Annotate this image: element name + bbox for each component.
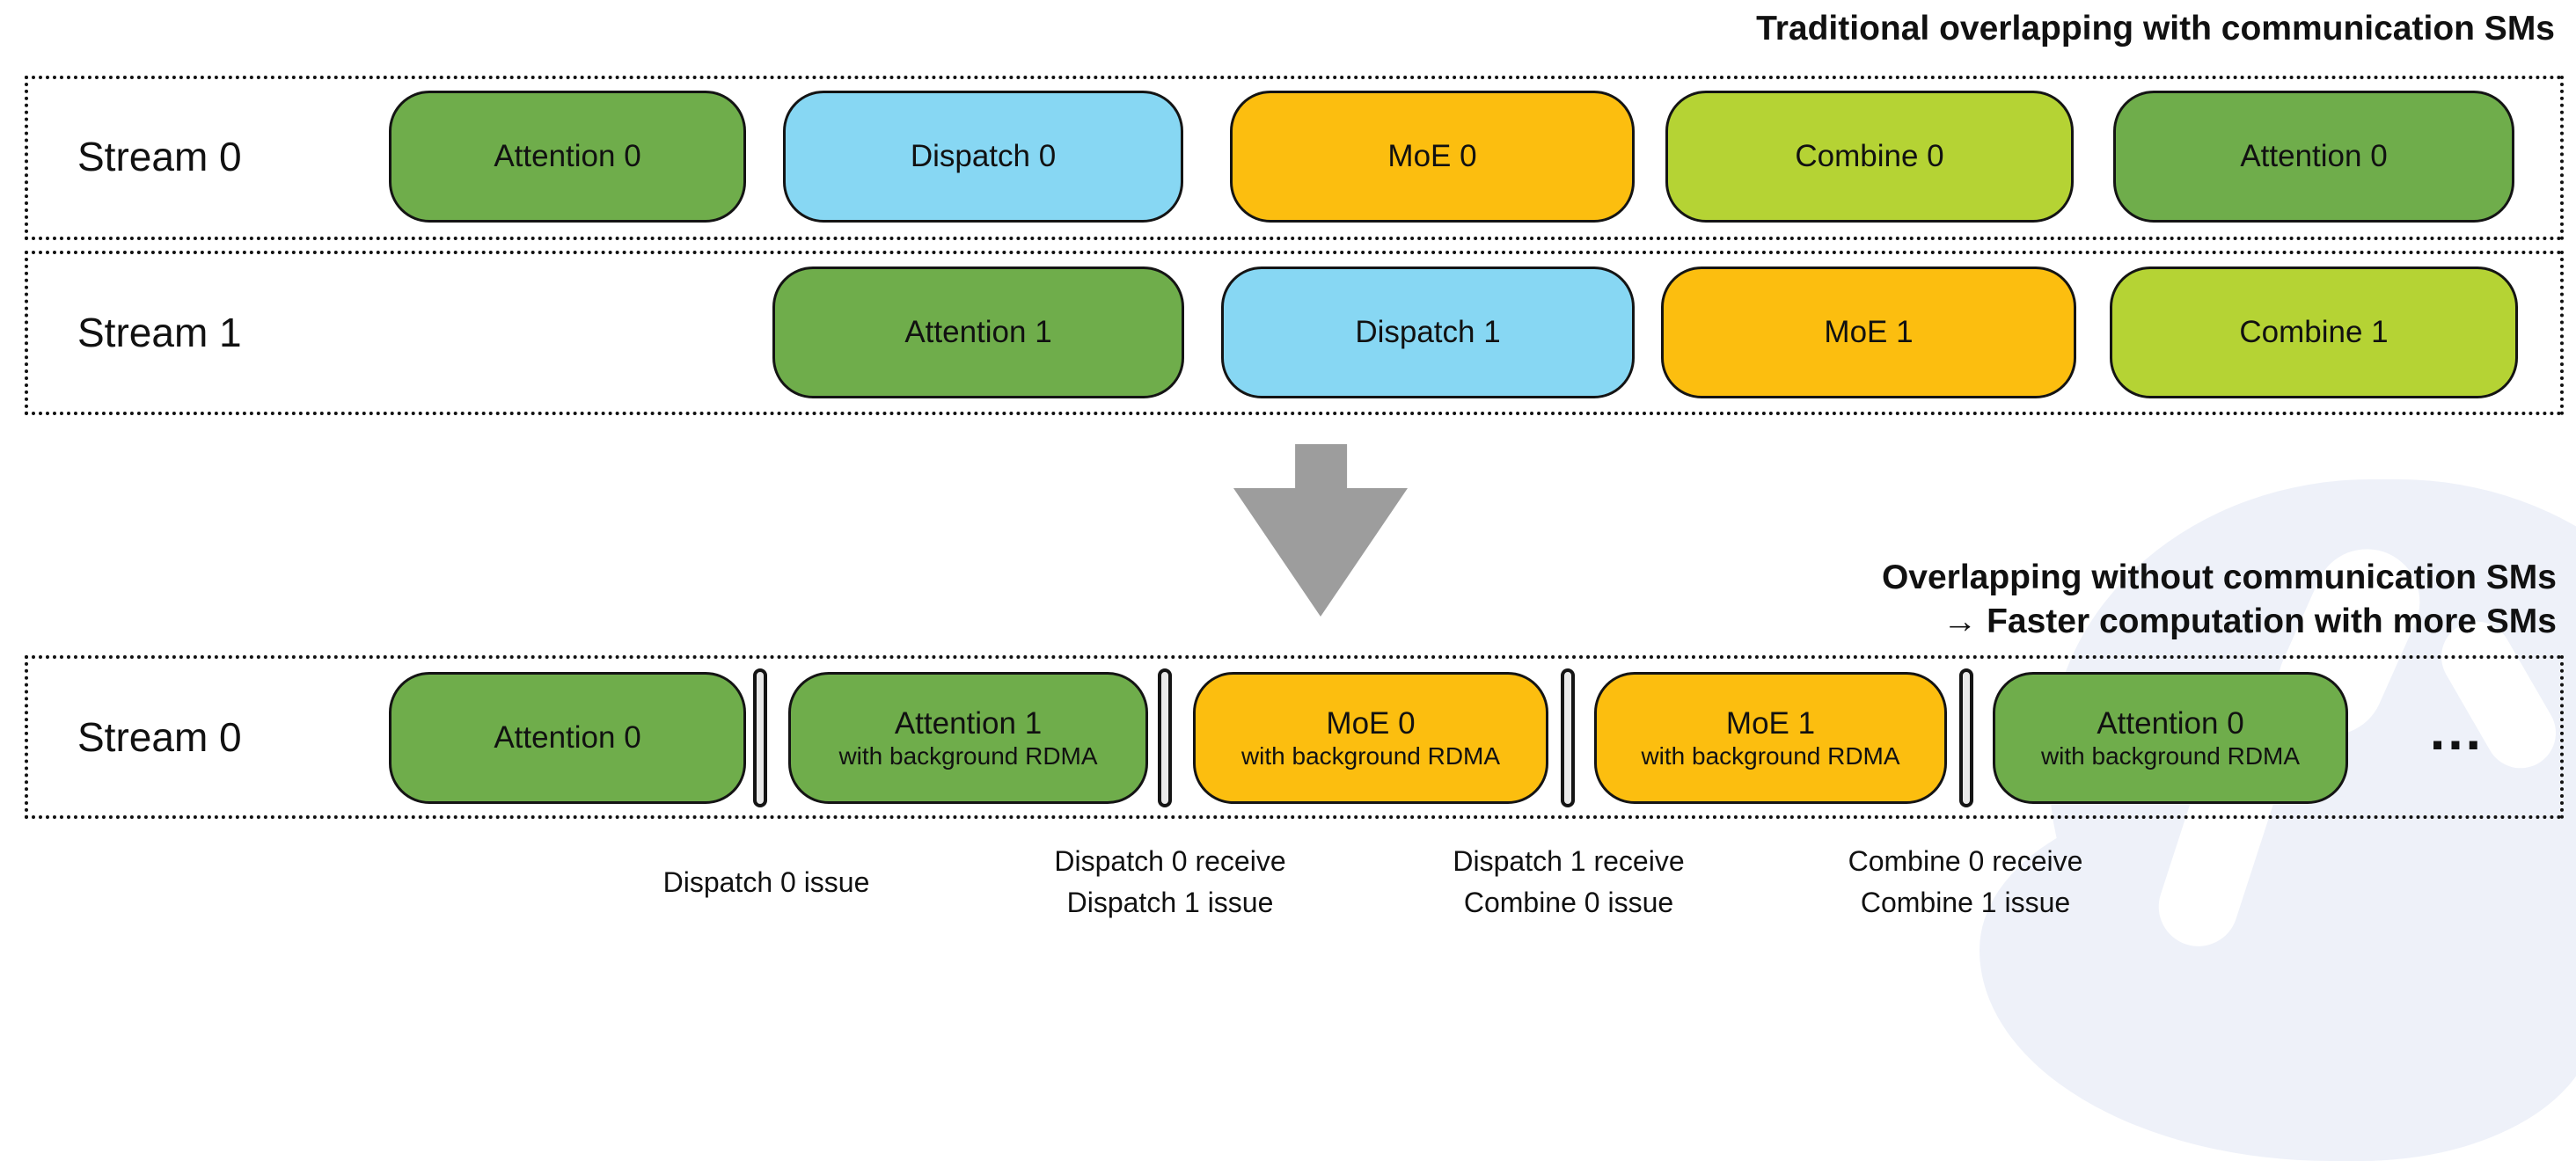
event-label-line: Combine 0 issue: [1463, 887, 1674, 918]
traditional-stream0-box: [25, 76, 2564, 240]
separator-bar-2: [1158, 668, 1172, 807]
block-label: Attention 0: [2240, 139, 2388, 173]
event-label-line: Combine 0 receive: [1848, 845, 2083, 877]
event-label-line: Dispatch 1 receive: [1453, 845, 1685, 877]
optimized-section-title: Overlapping without communication SMs → …: [1882, 556, 2557, 644]
block-sublabel: with background RDMA: [838, 742, 1098, 770]
block-label: Attention 0: [2097, 706, 2244, 741]
event-label-dispatch0-receive: Dispatch 0 receive Dispatch 1 issue: [950, 840, 1390, 924]
block-attention-0-rdma: Attention 0 with background RDMA: [1993, 672, 2348, 804]
block-label: MoE 0: [1387, 139, 1477, 173]
block-combine-0: Combine 0: [1665, 91, 2074, 223]
block-label: MoE 1: [1725, 706, 1816, 741]
optimized-title-line1: Overlapping without communication SMs: [1881, 559, 2557, 596]
down-arrow-icon: [1233, 444, 1408, 617]
continuation-ellipsis: …: [2427, 698, 2491, 762]
block-attention-0: Attention 0: [389, 91, 746, 223]
block-attention-1: Attention 1: [772, 267, 1184, 398]
event-label-line: Combine 1 issue: [1860, 887, 2071, 918]
event-label-line: Dispatch 1 issue: [1066, 887, 1274, 918]
event-label-line: Dispatch 0 issue: [662, 865, 870, 898]
block-label: MoE 1: [1824, 315, 1914, 349]
traditional-stream1-box: [25, 251, 2564, 415]
block-label: Attention 0: [494, 139, 641, 173]
optimized-stream0-label: Stream 0: [77, 714, 242, 760]
optimized-stream0-box: [25, 655, 2564, 819]
block-attention-0-next: Attention 0: [2113, 91, 2514, 223]
block-sublabel: with background RDMA: [1641, 742, 1900, 770]
block-attention-1-rdma: Attention 1 with background RDMA: [788, 672, 1148, 804]
block-dispatch-0: Dispatch 0: [783, 91, 1183, 223]
event-label-dispatch0-issue: Dispatch 0 issue: [546, 840, 986, 924]
traditional-stream1-label: Stream 1: [77, 310, 242, 355]
event-label-dispatch1-receive: Dispatch 1 receive Combine 0 issue: [1349, 840, 1789, 924]
block-label: MoE 0: [1326, 706, 1416, 741]
block-sublabel: with background RDMA: [2040, 742, 2301, 770]
block-moe-1-rdma: MoE 1 with background RDMA: [1594, 672, 1947, 804]
traditional-section-title: Traditional overlapping with communicati…: [1756, 10, 2555, 47]
event-label-combine0-receive: Combine 0 receive Combine 1 issue: [1745, 840, 2185, 924]
block-moe-1: MoE 1: [1661, 267, 2076, 398]
block-dispatch-1: Dispatch 1: [1221, 267, 1635, 398]
event-label-line: Dispatch 0 receive: [1054, 845, 1286, 877]
block-label: Attention 1: [894, 706, 1043, 741]
separator-bar-1: [753, 668, 767, 807]
traditional-stream0-label: Stream 0: [77, 134, 242, 179]
block-moe-0-rdma: MoE 0 with background RDMA: [1193, 672, 1548, 804]
diagram-canvas: { "titles": { "traditional": "Traditiona…: [25, 10, 2576, 1161]
optimized-title-line2: → Faster computation with more SMs: [1943, 602, 2557, 640]
block-attention-0-opt: Attention 0: [389, 672, 746, 804]
block-label: Combine 0: [1795, 139, 1944, 173]
separator-bar-4: [1959, 668, 1973, 807]
block-label: Attention 1: [904, 315, 1052, 349]
block-combine-1: Combine 1: [2110, 267, 2518, 398]
block-label: Dispatch 0: [910, 139, 1057, 173]
block-sublabel: with background RDMA: [1240, 742, 1501, 770]
block-label: Dispatch 1: [1355, 315, 1501, 349]
block-label: Combine 1: [2239, 315, 2389, 349]
separator-bar-3: [1561, 668, 1575, 807]
block-moe-0: MoE 0: [1230, 91, 1635, 223]
block-label: Attention 0: [494, 720, 641, 755]
